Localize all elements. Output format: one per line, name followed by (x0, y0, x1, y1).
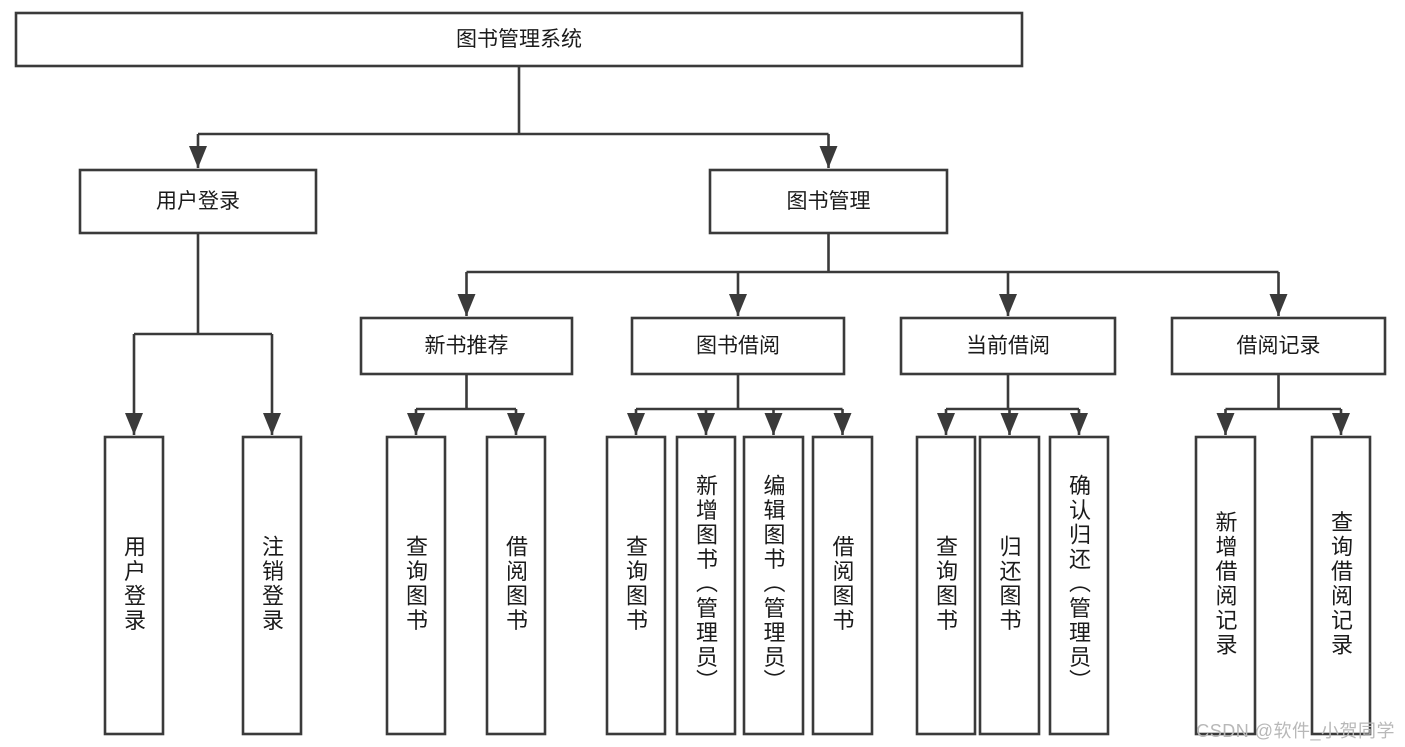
node-leaf-query-book-cur-box[interactable] (915, 435, 977, 736)
node-leaf-query-book-borrow-label: 查询图书 (626, 535, 648, 634)
node-leaf-add-book-label: 新增图书︵管理员︶ (696, 473, 718, 694)
node-book-borrow[interactable]: 图书借阅 (630, 316, 846, 376)
node-book-manage[interactable]: 图书管理 (708, 168, 949, 235)
arrow-head-icon (407, 413, 425, 435)
node-current-borrow-label: 当前借阅 (966, 335, 1050, 358)
arrow-head-icon (189, 146, 207, 168)
node-leaf-borrow-book-rec[interactable]: 借阅图书 (485, 435, 547, 736)
node-leaf-query-book-borrow[interactable]: 查询图书 (605, 435, 667, 736)
node-leaf-confirm-return-label: 确认归还︵管理员︶ (1069, 473, 1091, 694)
node-leaf-borrow-book[interactable]: 借阅图书 (811, 435, 874, 736)
arrow-head-icon (729, 294, 747, 316)
node-leaf-logout-label: 注销登录 (262, 535, 284, 634)
node-leaf-user-login[interactable]: 用户登录 (103, 435, 165, 736)
node-new-book-rec[interactable]: 新书推荐 (359, 316, 574, 376)
arrow-head-icon (1000, 413, 1019, 435)
arrow-head-icon (125, 413, 143, 435)
arrow-head-icon (263, 413, 281, 435)
node-book-borrow-box[interactable] (630, 316, 846, 376)
node-book-manage-box[interactable] (708, 168, 949, 235)
arrow-head-icon (1332, 413, 1350, 435)
arrow-head-icon (1070, 413, 1088, 435)
node-leaf-edit-book-label: 编辑图书︵管理员︶ (763, 473, 785, 694)
arrow-head-icon (999, 294, 1017, 316)
node-leaf-add-record[interactable]: 新增借阅记录 (1194, 435, 1257, 736)
node-leaf-user-login-box[interactable] (103, 435, 165, 736)
node-root-system-box[interactable] (14, 11, 1024, 68)
arrow-head-icon (627, 413, 645, 435)
node-layer: 图书管理系统用户登录图书管理新书推荐图书借阅当前借阅借阅记录用户登录注销登录查询… (14, 11, 1387, 736)
arrow-head-icon (1216, 413, 1235, 435)
node-leaf-return-book-box[interactable] (978, 435, 1041, 736)
node-root-system[interactable]: 图书管理系统 (14, 11, 1024, 68)
node-leaf-add-book-box[interactable] (675, 435, 737, 736)
node-leaf-query-record[interactable]: 查询借阅记录 (1310, 435, 1372, 736)
node-leaf-edit-book[interactable]: 编辑图书︵管理员︶ (742, 435, 805, 736)
node-new-book-rec-label: 新书推荐 (425, 335, 509, 358)
node-leaf-borrow-book-label: 借阅图书 (832, 535, 854, 634)
node-book-borrow-label: 图书借阅 (696, 335, 780, 358)
node-leaf-logout-box[interactable] (241, 435, 303, 736)
node-borrow-record[interactable]: 借阅记录 (1170, 316, 1387, 376)
node-leaf-borrow-book-rec-label: 借阅图书 (506, 535, 528, 634)
node-leaf-return-book-label: 归还图书 (999, 535, 1021, 634)
arrow-head-icon (1269, 294, 1288, 316)
arrow-head-icon (697, 413, 715, 435)
node-leaf-add-book[interactable]: 新增图书︵管理员︶ (675, 435, 737, 736)
node-leaf-logout[interactable]: 注销登录 (241, 435, 303, 736)
arrow-head-icon (764, 413, 783, 435)
node-current-borrow[interactable]: 当前借阅 (899, 316, 1117, 376)
arrow-head-icon (937, 413, 955, 435)
node-user-login-box[interactable] (78, 168, 318, 235)
connector-layer (125, 66, 1350, 435)
node-leaf-confirm-return[interactable]: 确认归还︵管理员︶ (1048, 435, 1110, 736)
node-leaf-borrow-book-rec-box[interactable] (485, 435, 547, 736)
arrow-head-icon (507, 413, 525, 435)
node-root-system-label: 图书管理系统 (456, 28, 582, 51)
node-leaf-query-record-box[interactable] (1310, 435, 1372, 736)
node-borrow-record-box[interactable] (1170, 316, 1387, 376)
node-user-login-label: 用户登录 (156, 190, 240, 213)
node-leaf-query-record-label: 查询借阅记录 (1331, 510, 1353, 658)
node-leaf-add-record-box[interactable] (1194, 435, 1257, 736)
arrow-head-icon (833, 413, 852, 435)
node-current-borrow-box[interactable] (899, 316, 1117, 376)
node-leaf-add-record-label: 新增借阅记录 (1215, 510, 1237, 658)
node-new-book-rec-box[interactable] (359, 316, 574, 376)
node-leaf-query-book-rec-box[interactable] (385, 435, 447, 736)
node-leaf-borrow-book-box[interactable] (811, 435, 874, 736)
node-leaf-query-book-cur[interactable]: 查询图书 (915, 435, 977, 736)
node-borrow-record-label: 借阅记录 (1237, 335, 1321, 358)
node-leaf-return-book[interactable]: 归还图书 (978, 435, 1041, 736)
node-user-login[interactable]: 用户登录 (78, 168, 318, 235)
node-leaf-query-book-borrow-box[interactable] (605, 435, 667, 736)
arrow-head-icon (819, 146, 838, 168)
arrow-head-icon (457, 294, 476, 316)
node-leaf-user-login-label: 用户登录 (124, 535, 146, 634)
node-book-manage-label: 图书管理 (787, 190, 871, 213)
node-leaf-confirm-return-box[interactable] (1048, 435, 1110, 736)
node-leaf-edit-book-box[interactable] (742, 435, 805, 736)
node-leaf-query-book-cur-label: 查询图书 (936, 535, 958, 634)
node-leaf-query-book-rec-label: 查询图书 (406, 535, 428, 634)
node-leaf-query-book-rec[interactable]: 查询图书 (385, 435, 447, 736)
